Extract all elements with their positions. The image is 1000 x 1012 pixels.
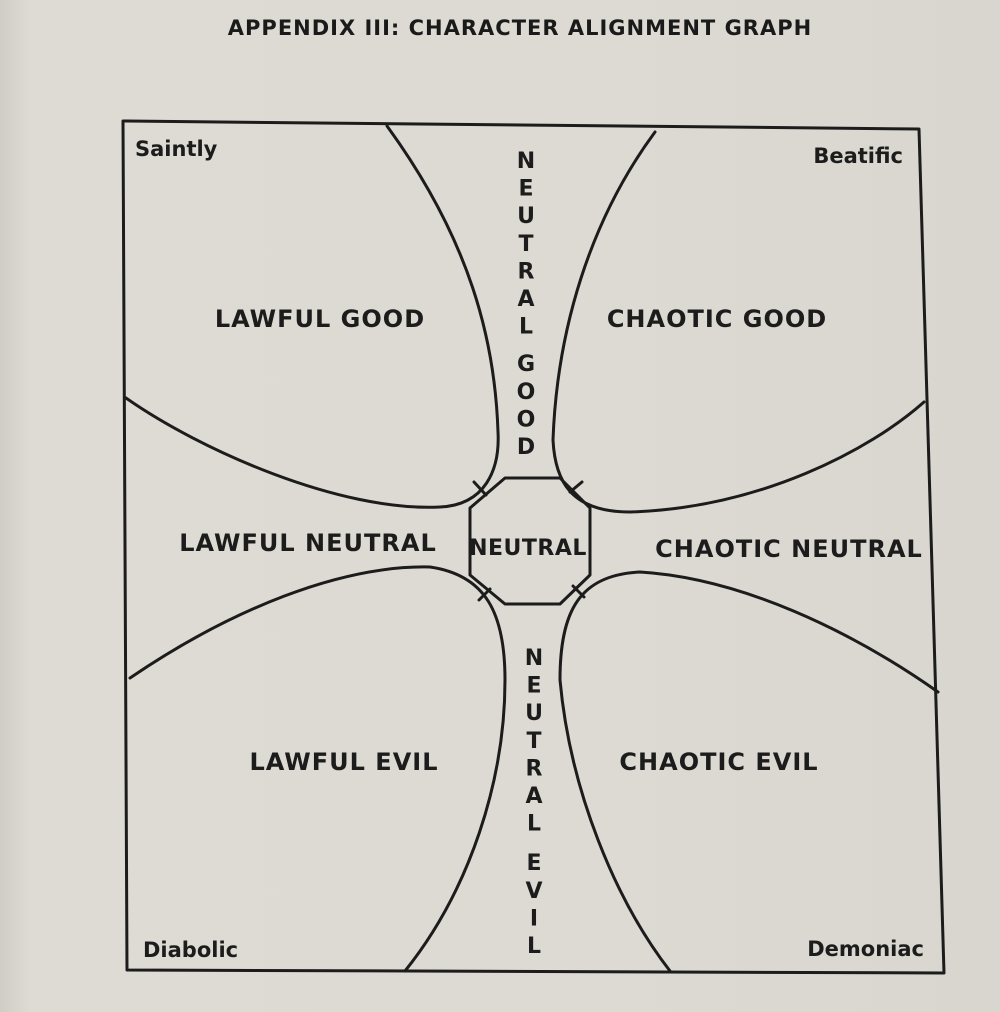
neutral-label: NEUTRAL [469,536,587,561]
vertical-letter: T [518,232,533,257]
vertical-letter: L [519,315,533,340]
vertical-letter: E [526,674,541,699]
corner-label-beatific: Beatific [813,144,903,168]
vertical-letter: E [526,851,541,876]
chaotic-neutral-label: CHAOTIC NEUTRAL [655,535,923,563]
vertical-letter: D [517,435,535,460]
lawful-good-boundary [124,124,500,509]
chaotic-evil-label: CHAOTIC EVIL [619,748,818,776]
vertical-letter: L [527,812,541,837]
neutral-octagon [468,476,592,606]
chaotic-evil-boundary [558,570,940,973]
vertical-letter: N [525,646,543,671]
vertical-letter: A [517,287,534,312]
vertical-letter: R [526,756,543,781]
connector-upper-right [568,480,584,494]
connector-lower-right [571,584,586,599]
vertical-letter: G [517,352,535,377]
corner-label-diabolic: Diabolic [143,938,238,962]
vertical-letter: U [517,204,535,229]
vertical-letter: U [525,701,543,726]
corner-label-saintly: Saintly [135,137,218,161]
page-title: APPENDIX III: CHARACTER ALIGNMENT GRAPH [227,16,813,40]
connector-lower-left [477,587,492,602]
lawful-neutral-label: LAWFUL NEUTRAL [179,529,436,557]
vertical-letter: O [517,407,536,432]
vertical-letter: O [517,380,536,405]
vertical-letter: I [530,906,538,931]
lawful-evil-boundary [128,565,507,973]
vertical-letter: A [525,784,542,809]
vertical-letter: L [527,934,541,959]
vertical-letter: T [526,729,541,754]
connector-upper-left [472,480,488,497]
vertical-letter: N [517,149,535,174]
vertical-letter: V [525,879,542,904]
vertical-letter: E [518,177,533,202]
diagram-frame [121,119,946,975]
chaotic-good-label: CHAOTIC GOOD [607,305,827,333]
vertical-letter: R [518,259,535,284]
corner-label-demoniac: Demoniac [807,937,924,961]
lawful-good-label: LAWFUL GOOD [215,305,425,333]
lawful-evil-label: LAWFUL EVIL [250,748,439,776]
